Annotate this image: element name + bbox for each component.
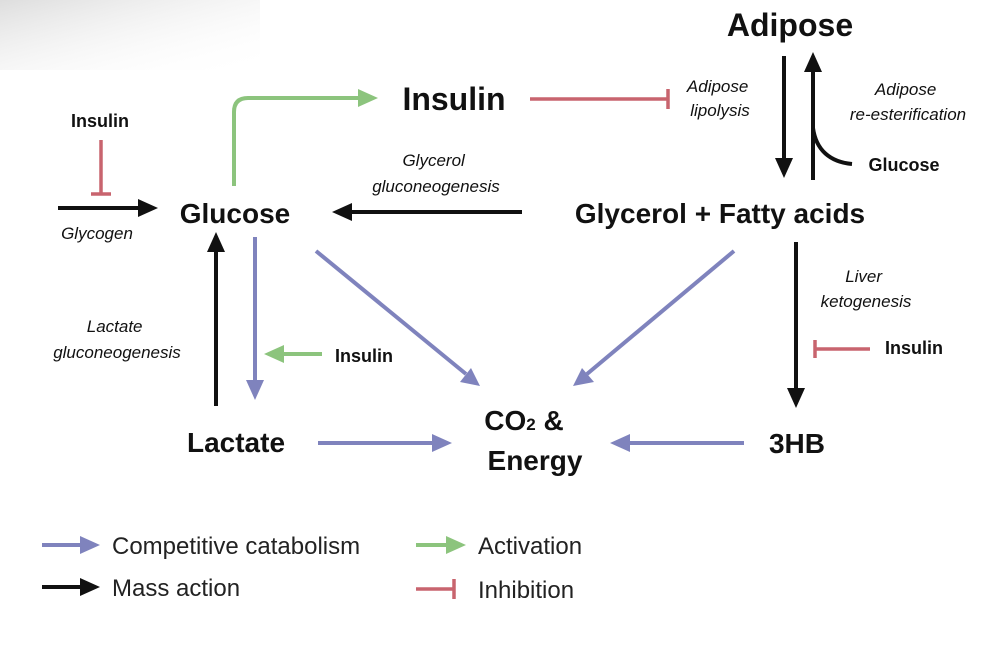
- arrow-glucose-to-lactate: [246, 237, 264, 400]
- note-adipose-reesterification: Adipose re-esterification: [850, 80, 966, 124]
- node-insulin-middle: Insulin: [335, 346, 393, 366]
- note-glycogen: Glycogen: [61, 224, 133, 243]
- arrow-glucose-to-co2: [314, 249, 480, 386]
- legend-swatch-catabolism: [80, 536, 100, 554]
- node-glucose: Glucose: [180, 198, 290, 229]
- note-adipose-lipolysis: Adipose lipolysis: [686, 77, 753, 120]
- inhibit-glycogenolysis: [91, 140, 111, 196]
- mass-action-arrows: [58, 52, 853, 408]
- node-lactate: Lactate: [187, 427, 285, 458]
- arrow-glycerol-to-co2: [573, 249, 736, 386]
- node-adipose: Adipose: [727, 7, 853, 43]
- node-3hb: 3HB: [769, 428, 825, 459]
- legend: Competitive catabolism Mass action Activ…: [42, 533, 582, 604]
- inhibition-bars: [91, 89, 870, 358]
- legend-label-inhibition: Inhibition: [478, 577, 574, 604]
- activation-arrows: [232, 89, 378, 363]
- legend-label-catabolism: Competitive catabolism: [112, 533, 360, 560]
- corner-shadow: [0, 0, 260, 70]
- legend-swatch-mass-action: [80, 578, 100, 596]
- legend-item-competitive-catabolism: Competitive catabolism: [42, 533, 360, 560]
- node-energy: Energy: [488, 445, 583, 476]
- legend-item-mass-action: Mass action: [42, 575, 240, 602]
- node-glycerol-fatty-acids: Glycerol + Fatty acids: [575, 198, 865, 229]
- node-insulin-top: Insulin: [402, 81, 505, 117]
- inhibit-adipose-lipolysis: [530, 89, 670, 109]
- note-liver-ketogenesis: Liver ketogenesis: [821, 267, 912, 311]
- inhibit-ketogenesis: [813, 340, 870, 358]
- arrow-lactate-to-glucose: [207, 232, 225, 406]
- arrow-glucose-to-insulin: [232, 89, 378, 186]
- note-glycerol-gluconeogenesis: Glycerol gluconeogenesis: [372, 151, 500, 196]
- legend-label-activation: Activation: [478, 533, 582, 560]
- legend-item-inhibition: Inhibition: [416, 577, 574, 604]
- arrow-lactate-to-co2: [318, 434, 452, 452]
- arrow-insulin-activates-catabolism: [264, 345, 322, 363]
- legend-item-activation: Activation: [416, 533, 582, 560]
- catabolism-arrows: [246, 237, 744, 452]
- note-lactate-gluconeogenesis: Lactate gluconeogenesis: [53, 317, 181, 362]
- arrow-adipose-to-glycerol: [775, 56, 793, 178]
- arrow-reesterification-to-adipose: [804, 52, 853, 180]
- arrow-glycerol-to-3hb: [787, 242, 805, 408]
- node-insulin-right: Insulin: [885, 338, 943, 358]
- legend-label-mass-action: Mass action: [112, 575, 240, 602]
- node-glucose-right: Glucose: [868, 155, 939, 175]
- legend-swatch-activation: [446, 536, 466, 554]
- arrow-glycogen-to-glucose: [58, 199, 158, 217]
- arrow-3hb-to-co2: [610, 434, 744, 452]
- node-co2: CO2 &: [484, 405, 563, 436]
- arrow-glycerol-to-glucose: [332, 203, 522, 221]
- node-insulin-left: Insulin: [71, 111, 129, 131]
